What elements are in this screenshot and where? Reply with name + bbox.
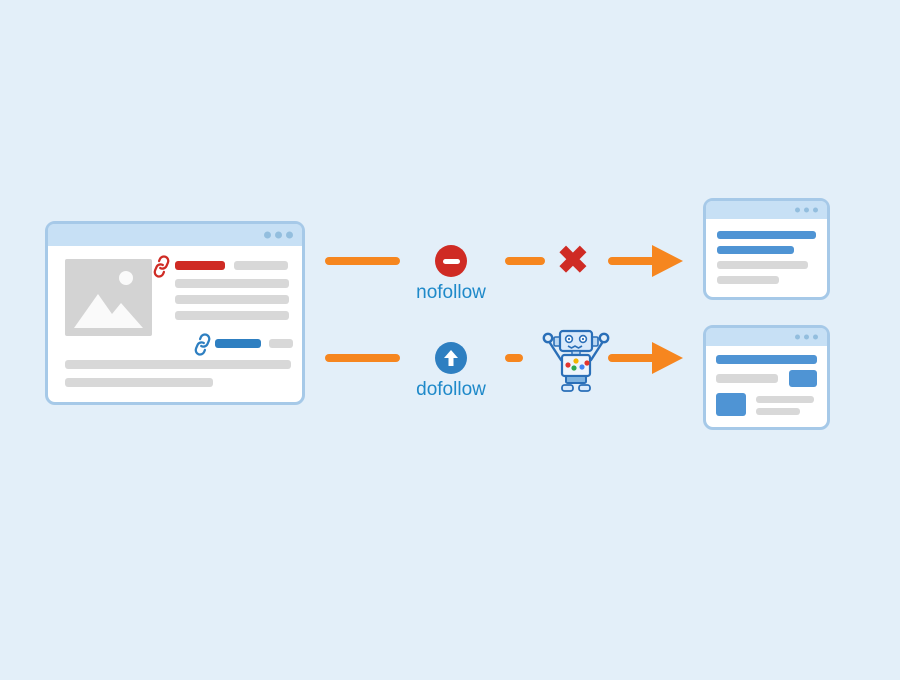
- content-block: [716, 393, 746, 416]
- target-website-window-blocked: [703, 198, 830, 300]
- text-line: [65, 360, 291, 369]
- text-line: [756, 396, 814, 403]
- arrow-right-icon: [608, 242, 683, 280]
- window-control-dots: [795, 334, 818, 340]
- image-placeholder: [65, 259, 152, 336]
- mountain-icon: [74, 271, 143, 328]
- window-dot: [813, 334, 818, 340]
- text-line: [65, 378, 213, 387]
- window-dot: [804, 207, 809, 213]
- window-dot: [286, 231, 293, 239]
- nofollow-chain-icon: [148, 253, 175, 280]
- text-line: [269, 339, 293, 348]
- text-line: [717, 246, 794, 254]
- arrow-right-icon: [608, 339, 683, 377]
- text-line: [717, 276, 779, 284]
- flow-dash: [325, 354, 400, 362]
- flow-dash: [325, 257, 400, 265]
- window-control-dots: [795, 207, 818, 213]
- text-line: [756, 408, 800, 415]
- window-control-dots: [264, 231, 293, 239]
- content-block: [789, 370, 817, 387]
- text-line: [716, 355, 817, 364]
- target-website-window-crawled: [703, 325, 830, 430]
- text-line: [175, 295, 289, 304]
- window-dot: [795, 334, 800, 340]
- minus-bar: [442, 258, 460, 264]
- window-dot: [795, 207, 800, 213]
- text-line: [175, 279, 289, 288]
- text-line: [717, 231, 816, 239]
- flow-dash: [505, 354, 523, 362]
- window-titlebar: [706, 201, 827, 219]
- window-titlebar: [48, 224, 302, 246]
- window-dot: [804, 334, 809, 340]
- text-line: [175, 311, 289, 320]
- text-line: [717, 261, 808, 269]
- window-dot: [264, 231, 271, 239]
- dofollow-link-text[interactable]: [215, 339, 261, 348]
- no-entry-icon: [435, 245, 467, 277]
- nofollow-link-text[interactable]: [175, 261, 225, 270]
- googlebot-icon: [535, 324, 617, 398]
- nofollow-label: nofollow: [416, 282, 486, 303]
- text-line: [716, 374, 778, 383]
- dofollow-chain-icon: [189, 331, 216, 358]
- arrow-up-icon: [435, 342, 467, 374]
- text-line: [234, 261, 288, 270]
- dofollow-label: dofollow: [416, 379, 486, 400]
- x-icon: ✖: [557, 240, 589, 282]
- flow-dash: [505, 257, 545, 265]
- window-dot: [275, 231, 282, 239]
- window-titlebar: [706, 328, 827, 346]
- source-website-window: [45, 221, 305, 405]
- window-dot: [813, 207, 818, 213]
